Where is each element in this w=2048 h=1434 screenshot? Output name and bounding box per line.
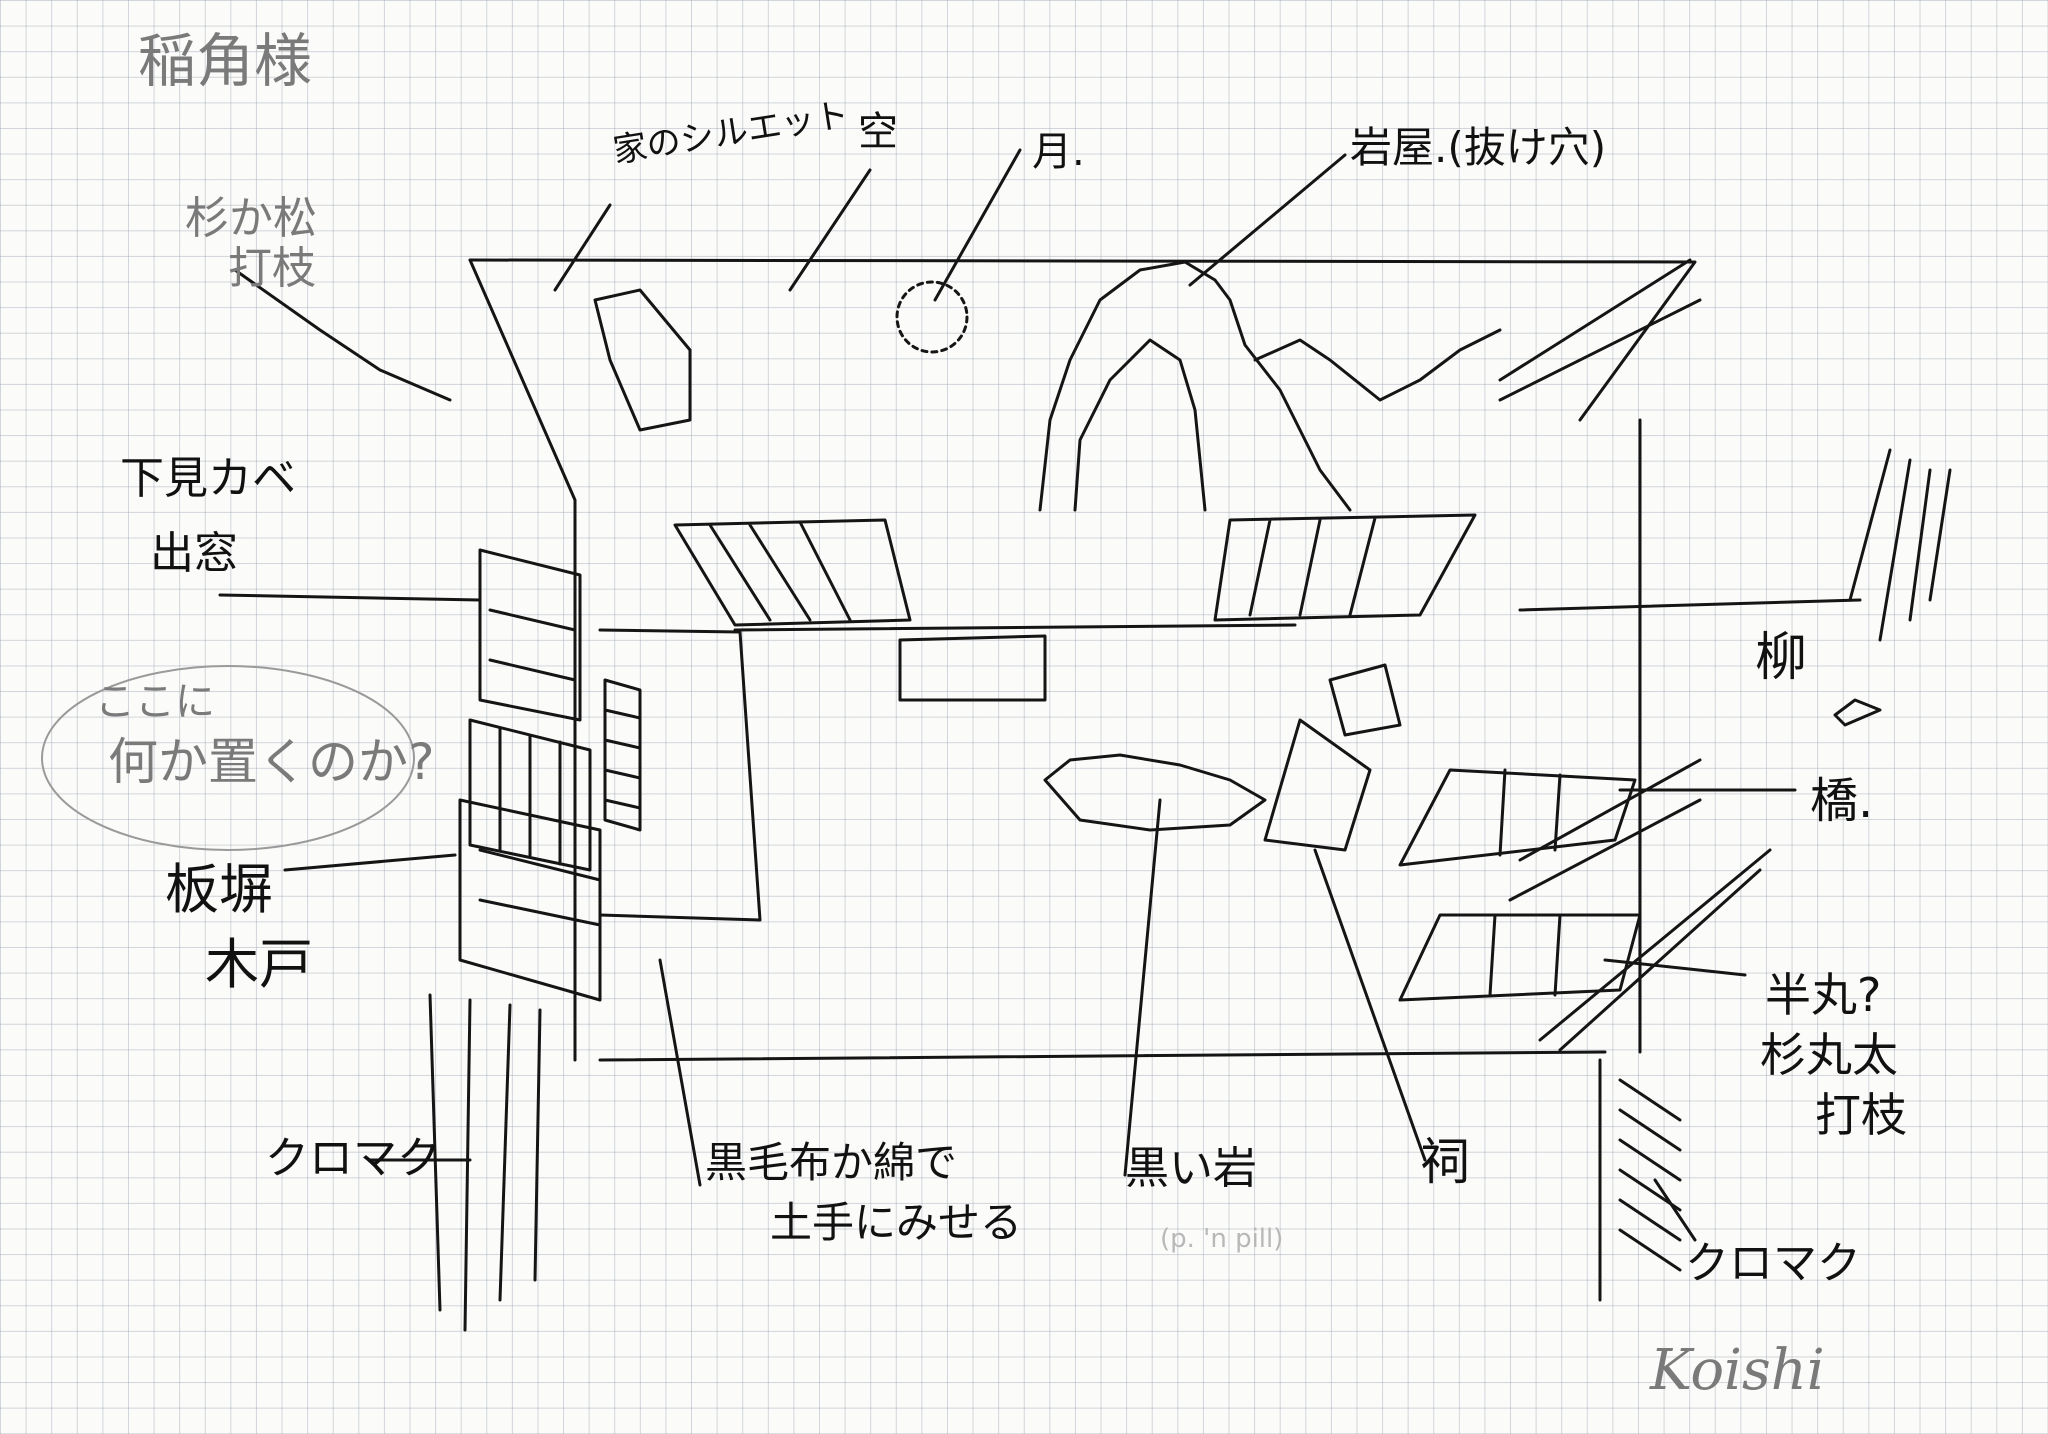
bay-window-frame bbox=[478, 548, 582, 722]
label-cedar-log-branch: 打枝 bbox=[1815, 1088, 1907, 1142]
leader-moon bbox=[933, 148, 1022, 302]
shrine-box bbox=[1263, 663, 1402, 852]
bridge-frame bbox=[1398, 768, 1637, 867]
label-rock-house: 岩屋.(抜け穴) bbox=[1350, 123, 1607, 172]
right-tree-pole bbox=[1498, 258, 1702, 902]
stage-left-wall bbox=[468, 258, 577, 1062]
leader-black-rock bbox=[1123, 798, 1162, 1177]
rock-arch bbox=[1073, 338, 1207, 512]
chroma-left-hatch bbox=[428, 993, 542, 1332]
lower-bridge-frame bbox=[1398, 913, 1642, 1002]
moon-circle bbox=[895, 280, 969, 354]
board-fence bbox=[458, 798, 602, 1002]
label-low-wall: 下見カベ bbox=[120, 453, 296, 504]
leader-black-felt bbox=[658, 958, 702, 1187]
center-wall-line bbox=[733, 623, 1297, 632]
center-wall-window bbox=[898, 634, 1047, 702]
half-log-pole bbox=[1538, 848, 1772, 1052]
label-wood-door: 木戸 bbox=[205, 933, 313, 996]
note-ellipse bbox=[41, 665, 415, 851]
stage-floor-front bbox=[598, 1050, 1607, 1062]
label-sky: 空 bbox=[858, 109, 898, 155]
label-chroma-right: クロマク bbox=[1685, 1238, 1861, 1289]
stage-back-top-edge bbox=[468, 258, 1697, 422]
leader-house-silhouette bbox=[553, 203, 612, 292]
label-cedar-pine-branch: 打枝 bbox=[228, 243, 316, 294]
left-trellis bbox=[673, 518, 912, 627]
leader-bay-window bbox=[218, 593, 482, 602]
rock-house-outline bbox=[1038, 260, 1352, 512]
label-willow: 柳 bbox=[1755, 628, 1808, 688]
leader-rock-house bbox=[1188, 153, 1347, 287]
mountain-ridge bbox=[1253, 328, 1502, 402]
leader-sky bbox=[788, 168, 872, 292]
label-black-felt-2: 土手にみせる bbox=[770, 1198, 1023, 1247]
chroma-right-hatch bbox=[1598, 1058, 1682, 1302]
label-black-rock: 黒い岩 bbox=[1125, 1143, 1257, 1194]
willow-branches bbox=[1833, 448, 1952, 727]
left-inner-wall bbox=[598, 628, 762, 922]
label-chroma-left: クロマク bbox=[265, 1133, 441, 1184]
label-shrine: 祠 bbox=[1420, 1133, 1470, 1191]
leader-cedar-pine bbox=[233, 268, 452, 402]
leader-chroma-right bbox=[1653, 1178, 1697, 1242]
signature: Koishi bbox=[1650, 1338, 1825, 1403]
house-silhouette-shape bbox=[593, 288, 692, 432]
label-half-round: 半丸? bbox=[1765, 968, 1882, 1022]
black-rock-mass bbox=[1043, 753, 1267, 832]
leader-shrine bbox=[1313, 848, 1427, 1162]
small-ladder bbox=[603, 678, 642, 832]
label-black-rock-sub: (p. 'n pill) bbox=[1160, 1224, 1284, 1254]
label-cedar-pine: 杉か松 bbox=[185, 193, 317, 244]
leader-board-fence bbox=[283, 853, 457, 872]
leader-willow bbox=[1518, 598, 1862, 612]
window-lattice bbox=[468, 718, 592, 872]
right-trellis bbox=[1213, 513, 1477, 622]
label-bridge: 橋. bbox=[1810, 773, 1874, 829]
label-black-felt-1: 黒毛布か綿で bbox=[705, 1138, 958, 1187]
leader-half-round bbox=[1603, 958, 1747, 977]
sheet-title: 稲角様 bbox=[138, 27, 313, 95]
note-line-1: ここに bbox=[95, 679, 215, 725]
label-moon: 月. bbox=[1032, 129, 1085, 175]
label-board-fence: 板塀 bbox=[165, 858, 273, 921]
note-line-2: 何か置くのか? bbox=[108, 733, 435, 791]
label-bay-window: 出窓 bbox=[150, 528, 238, 579]
label-cedar-log: 杉丸太 bbox=[1760, 1028, 1898, 1082]
